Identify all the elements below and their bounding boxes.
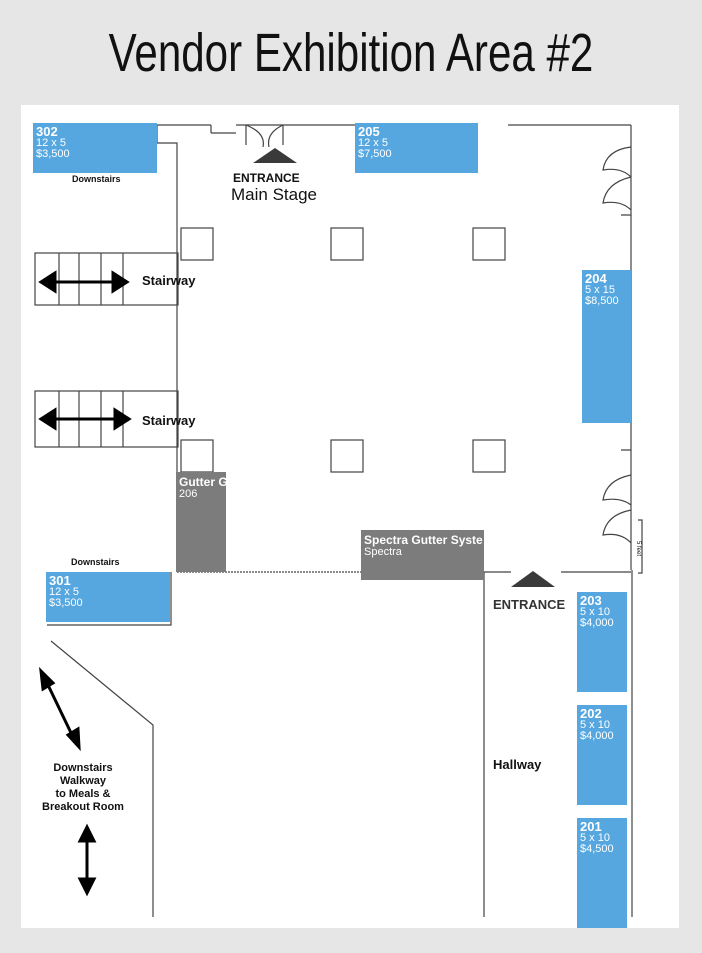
walkway-line: to Meals & — [55, 788, 111, 800]
floor-plan: 302 12 x 5 $3,500 205 12 x 5 $7,500 204 … — [21, 105, 679, 928]
page-title: Vendor Exhibition Area #2 — [108, 23, 594, 83]
booth-number: 203 — [580, 593, 602, 608]
walkway-line: Breakout Room — [42, 801, 124, 813]
booth-205[interactable]: 205 12 x 5 $7,500 — [355, 123, 478, 173]
booth-size: 5 x 10 — [580, 832, 610, 844]
booth-price: $3,500 — [49, 597, 83, 609]
booth-price: $4,500 — [580, 843, 614, 855]
downstairs-top-label: Downstairs — [72, 174, 121, 184]
booth-204[interactable]: 204 5 x 15 $8,500 — [582, 270, 631, 423]
booth-price: $4,000 — [580, 730, 614, 742]
booth-203[interactable]: 203 5 x 10 $4,000 — [577, 592, 627, 692]
main-stage-label: Main Stage — [231, 185, 317, 204]
booth-302[interactable]: 302 12 x 5 $3,500 — [33, 123, 157, 173]
reserved-name: Spectra Gutter Syste — [364, 533, 483, 547]
booth-202[interactable]: 202 5 x 10 $4,000 — [577, 705, 627, 805]
floor-plan-lines — [34, 124, 643, 917]
booth-price: $7,500 — [358, 148, 392, 160]
booth-size: 12 x 5 — [358, 137, 388, 149]
booth-number: 204 — [585, 271, 607, 286]
booth-price: $3,500 — [36, 148, 70, 160]
downstairs-mid-label: Downstairs — [71, 557, 120, 567]
booth-size: 5 x 15 — [585, 284, 615, 296]
booth-size: 12 x 5 — [49, 586, 79, 598]
booth-size: 12 x 5 — [36, 137, 66, 149]
five-feet-label: 5 feet — [635, 541, 641, 557]
booth-number: 301 — [49, 573, 71, 588]
reserved-number: 206 — [179, 488, 198, 500]
booth-number: 205 — [358, 124, 380, 139]
entrance-right-label: ENTRANCE — [493, 597, 566, 612]
reserved-booth-spectra[interactable]: Spectra Gutter Syste Spectra — [361, 530, 484, 580]
booth-price: $4,000 — [580, 617, 614, 629]
stairway-2-label: Stairway — [142, 413, 196, 428]
entrance-top-label: ENTRANCE — [233, 171, 300, 185]
booth-number: 202 — [580, 706, 602, 721]
booth-price: $8,500 — [585, 295, 619, 307]
booth-size: 5 x 10 — [580, 606, 610, 618]
reserved-name: Gutter G — [179, 475, 226, 489]
walkway-label: Downstairs Walkway to Meals & Breakout R… — [21, 762, 145, 814]
booth-size: 5 x 10 — [580, 719, 610, 731]
reserved-number: Spectra — [364, 546, 402, 558]
booth-number: 201 — [580, 819, 602, 834]
booth-301[interactable]: 301 12 x 5 $3,500 — [46, 572, 170, 622]
walkway-line: Walkway — [59, 775, 107, 787]
reserved-booth-206[interactable]: Gutter G 206 — [176, 472, 226, 572]
booth-number: 302 — [36, 124, 58, 139]
walkway-line: Downstairs — [53, 762, 113, 774]
booth-201[interactable]: 201 5 x 10 $4,500 — [577, 818, 627, 928]
hallway-label: Hallway — [493, 757, 542, 772]
stairway-1-label: Stairway — [142, 273, 196, 288]
